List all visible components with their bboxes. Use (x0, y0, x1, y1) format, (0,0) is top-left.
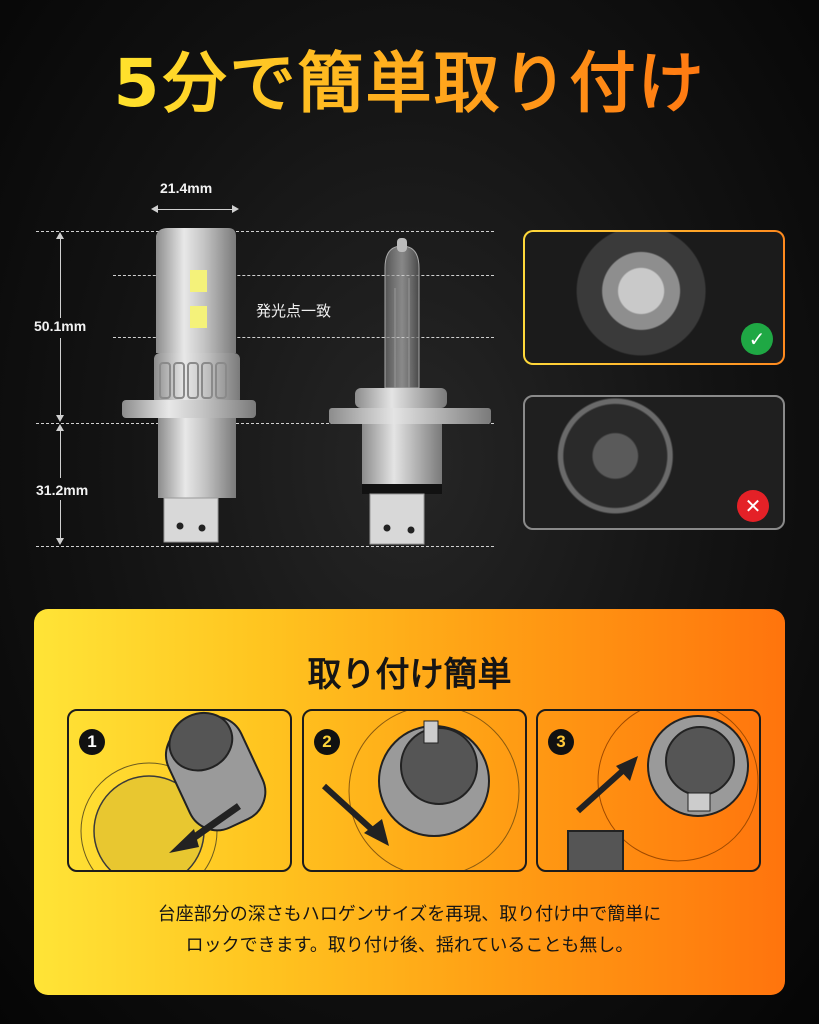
focal-point-label: 発光点一致 (256, 302, 332, 320)
step-number: 1 (79, 729, 105, 755)
caption-line-1: 台座部分の深さもハロゲンサイズを再現、取り付け中で簡単に (157, 904, 662, 925)
lower-height-label: 31.2mm (36, 482, 89, 498)
arrow-up-icon (56, 232, 64, 239)
check-icon: ✓ (741, 323, 773, 355)
guide-line-focal-top (113, 275, 494, 276)
fit-ng-photo: ✕ (523, 395, 785, 530)
height-line-lower-a (60, 428, 61, 478)
socket-illustration (80, 711, 267, 870)
install-step-1: 1 (67, 709, 292, 872)
install-step-3: 3 (536, 709, 761, 872)
socket-illustration (567, 711, 759, 870)
upper-height-label: 50.1mm (34, 318, 87, 334)
guide-line-flange (36, 423, 494, 424)
led-bulb-image (122, 228, 256, 543)
arrow-right-icon (232, 205, 239, 213)
arrow-up-icon (56, 424, 64, 431)
install-panel: 取り付け簡単 1 2 (34, 609, 785, 995)
install-caption: 台座部分の深さもハロゲンサイズを再現、取り付け中で簡単に ロックできます。取り付… (34, 899, 785, 961)
step-number: 3 (548, 729, 574, 755)
fit-ok-photo: ✓ (523, 230, 785, 365)
height-line-upper-b (60, 338, 61, 418)
guide-line-top (36, 231, 494, 232)
headline: 5分で簡単取り付け (0, 30, 819, 126)
install-step-2: 2 (302, 709, 527, 872)
height-line-upper-a (60, 236, 61, 318)
guide-line-bottom (36, 546, 494, 547)
caption-line-2: ロックできます。取り付け後、揺れていることも無し。 (185, 935, 634, 956)
width-label: 21.4mm (160, 180, 213, 196)
height-line-lower-b (60, 500, 61, 542)
install-title: 取り付け簡単 (307, 655, 512, 695)
arrow-left-icon (151, 205, 158, 213)
cross-icon: ✕ (737, 490, 769, 522)
step-number: 2 (314, 729, 340, 755)
arrow-down-icon (56, 415, 64, 422)
guide-line-focal-bottom (113, 337, 494, 338)
arrow-down-icon (56, 538, 64, 545)
socket-illustration (321, 711, 520, 870)
halogen-bulb-image (329, 238, 491, 545)
width-line (153, 209, 237, 210)
